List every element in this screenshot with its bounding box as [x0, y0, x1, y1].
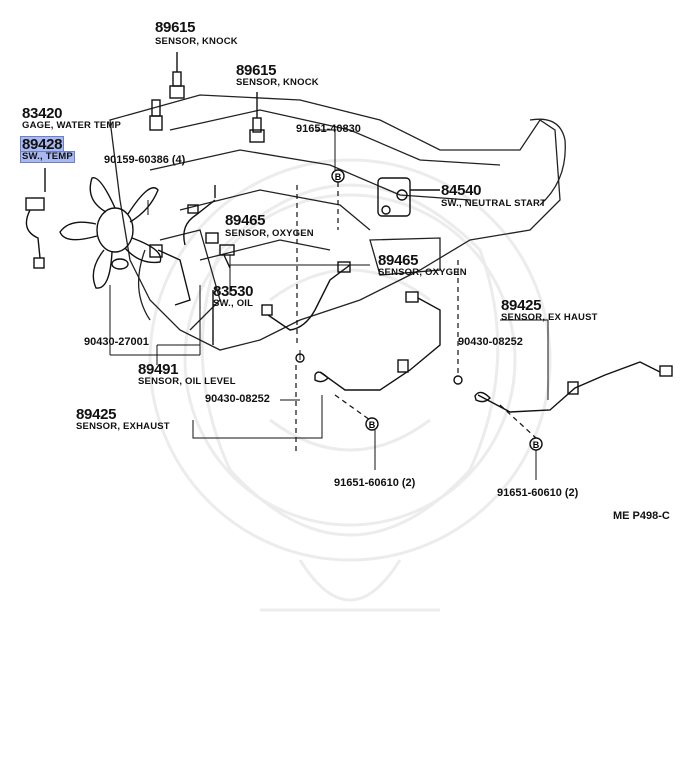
- svg-text:B: B: [533, 440, 540, 450]
- water-temp-gage: [149, 99, 163, 131]
- page-reference: ME P498-C: [613, 510, 670, 522]
- oxygen-left-desc: SENSOR, OXYGEN: [225, 228, 314, 239]
- neutral-start-desc: SW., NEUTRAL START: [441, 198, 547, 209]
- oil-level-sensor: [149, 244, 191, 306]
- watermark-emblem: [148, 158, 552, 612]
- svg-text:B: B: [369, 420, 376, 430]
- oil-switch: [212, 244, 235, 345]
- gasket-left-icon: [295, 353, 305, 363]
- exhaust-sensor-left: [314, 291, 441, 391]
- exhaust-sensor-right: [474, 361, 673, 413]
- engine-outline: [109, 94, 566, 351]
- temp-switch-desc: SW., TEMP: [20, 151, 75, 163]
- gasket-right-label: 90430-08252: [458, 336, 523, 348]
- oxygen-right-number: 89465: [378, 252, 419, 269]
- oil-switch-number: 83530: [213, 283, 254, 300]
- knock-sensor-mid-desc: SENSOR, KNOCK: [236, 77, 319, 88]
- bolt-916-label: 91651-40830: [296, 123, 361, 135]
- oxygen-sensor-left: [183, 185, 219, 246]
- marker-b-2: B: [365, 417, 379, 431]
- gage-desc: GAGE, WATER TEMP: [22, 120, 122, 131]
- oil-switch-desc: SW., OIL: [213, 298, 254, 309]
- temp-switch: [25, 168, 46, 269]
- dashed-lines: [295, 182, 537, 455]
- bolt-bottom-right-label: 91651-60610 (2): [497, 487, 579, 499]
- bolt-bottom-left-label: 91651-60610 (2): [334, 477, 416, 489]
- exhaust-left-desc: SENSOR, EXHAUST: [76, 421, 170, 432]
- gasket-left-label: 90430-27001: [84, 336, 149, 348]
- neutral-start-switch: [377, 177, 440, 217]
- exhaust-left-number: 89425: [76, 406, 117, 423]
- oil-level-desc: SENSOR, OIL LEVEL: [138, 376, 236, 387]
- gage-number: 83420: [22, 105, 63, 122]
- gasket-mid-label: 90430-08252: [205, 393, 270, 405]
- exhaust-right-desc: SENSOR, EX HAUST: [501, 312, 598, 323]
- oil-level-number: 89491: [138, 361, 179, 378]
- knock-sensor-mid: [249, 92, 265, 143]
- exhaust-right-number: 89425: [501, 297, 542, 314]
- knock-sensor-top: [169, 52, 185, 99]
- knock-sensor-mid-number: 89615: [236, 62, 277, 79]
- oxygen-right-desc: SENSOR, OXYGEN: [378, 267, 467, 278]
- bolt-top-label: 90159-60386 (4): [104, 154, 186, 166]
- svg-text:B: B: [335, 172, 342, 182]
- oxygen-sensor-right: [261, 261, 351, 331]
- neutral-start-number: 84540: [441, 182, 482, 199]
- cooling-fan: [59, 177, 162, 289]
- gasket-right-icon: [453, 375, 463, 385]
- oxygen-left-number: 89465: [225, 212, 266, 229]
- marker-b-3: B: [529, 437, 543, 451]
- leader-lines: [109, 129, 549, 480]
- knock-sensor-top-number: 89615: [155, 19, 196, 36]
- marker-b-1: B: [331, 169, 345, 183]
- knock-sensor-top-desc: SENSOR, KNOCK: [155, 36, 238, 47]
- temp-switch-number: 89428: [20, 136, 65, 153]
